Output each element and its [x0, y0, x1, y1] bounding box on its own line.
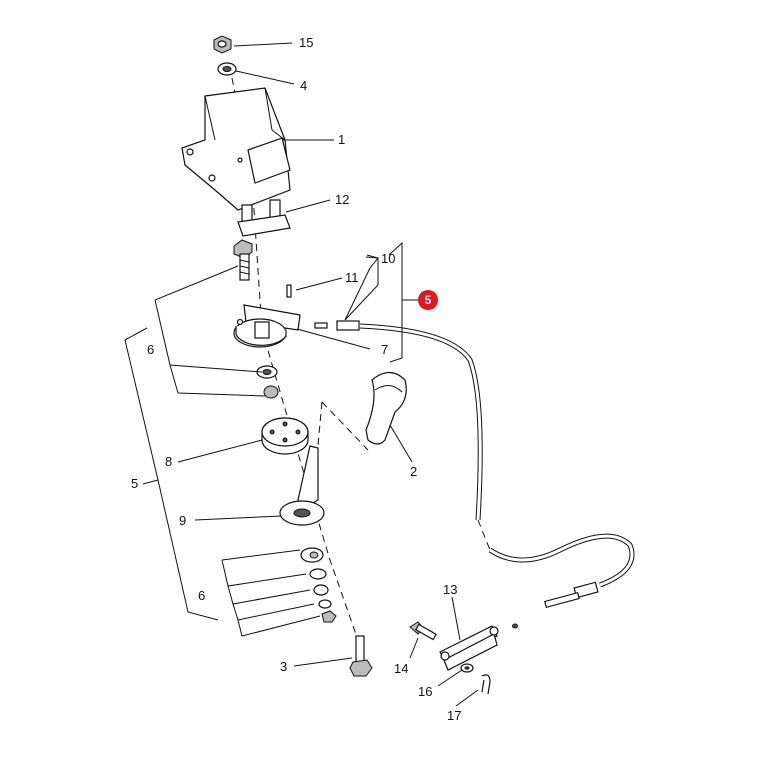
part-5-cable [314, 320, 635, 609]
part-12-studs [237, 199, 291, 237]
callout-labels: 15 4 1 12 10 11 5 6 7 2 8 5 9 6 13 14 3 … [131, 35, 461, 723]
part-14-bolt [409, 621, 437, 641]
small-nut [512, 623, 518, 629]
callout-12: 12 [335, 192, 349, 207]
part-3-bolt [349, 635, 373, 677]
callout-3: 3 [280, 659, 287, 674]
part-4-washer [217, 62, 237, 76]
leader-lines [124, 42, 479, 707]
callout-8: 8 [165, 454, 172, 469]
part-15-nut [213, 35, 232, 54]
callout-14: 14 [394, 661, 408, 676]
callout-7: 7 [381, 342, 388, 357]
callout-13: 13 [443, 582, 457, 597]
part-6-washer-upper [256, 365, 279, 399]
part-16-washer [460, 663, 474, 673]
highlight-badge-text: 5 [425, 293, 432, 307]
part-8-disc [261, 417, 309, 455]
part-13-link [439, 625, 499, 671]
callout-6-lower: 6 [198, 588, 205, 603]
callout-1: 1 [338, 132, 345, 147]
callout-2: 2 [410, 464, 417, 479]
part-9-lever [279, 445, 325, 526]
callout-11: 11 [345, 270, 359, 285]
part-7-lever-housing [233, 304, 301, 348]
callout-16: 16 [418, 684, 432, 699]
bolt-upper [233, 239, 253, 281]
callout-5: 5 [131, 476, 138, 491]
callout-15: 15 [299, 35, 313, 50]
part-2-grip [365, 371, 407, 445]
part-6-washers-lower [300, 547, 337, 623]
highlight-badge: 5 [418, 290, 438, 310]
callout-9: 9 [179, 513, 186, 528]
callout-10: 10 [381, 251, 395, 266]
part-17-clip [481, 674, 491, 695]
highlight-badge-circle [418, 290, 438, 310]
part-1-bracket [181, 87, 291, 211]
callout-4: 4 [300, 78, 307, 93]
callout-17: 17 [447, 708, 461, 723]
part-11-pin [286, 284, 292, 298]
callout-6-upper: 6 [147, 342, 154, 357]
